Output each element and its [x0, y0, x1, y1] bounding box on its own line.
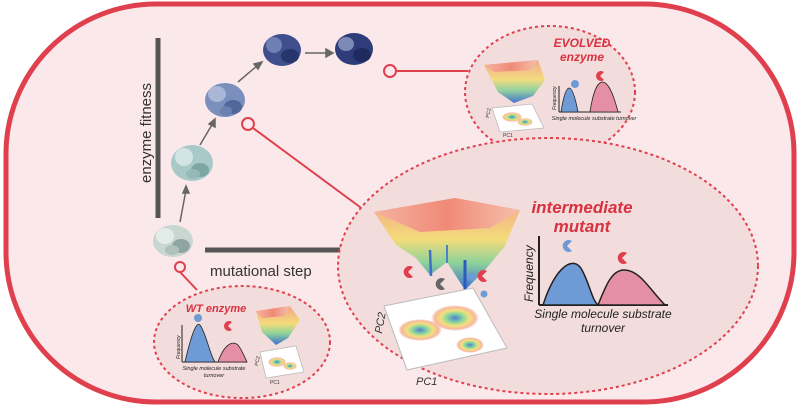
protein-step3 [263, 34, 301, 66]
evolved-title-line2: enzyme [560, 50, 604, 64]
intermediate-blue-peak [541, 262, 601, 306]
wt-blue-substrate-icon [194, 314, 202, 322]
wt-pc1: PC1 [270, 380, 280, 386]
evolved-pink-substrate-icon [596, 71, 604, 82]
protein-step1 [171, 145, 213, 181]
x-axis-label: mutational step [210, 263, 312, 280]
intermediate-title-line2: mutant [554, 217, 612, 236]
wt-pink-peak [217, 342, 248, 363]
wt-x-label-line1: Single molecule substrate [183, 366, 246, 372]
wt-pink-substrate-icon [223, 321, 232, 331]
evolved-pc1: PC1 [503, 133, 513, 139]
blue-substrate-icon-1 [468, 273, 476, 281]
wt-panel: WT enzyme Frequency Single molecule subs… [153, 285, 331, 399]
wt-x-label-line2: turnover [204, 373, 225, 379]
protein-evolved [335, 33, 373, 65]
intermediate-pink-substrate-icon [617, 252, 627, 264]
blue-substrate-icon-2 [480, 290, 488, 298]
intermediate-blue-substrate-icon [562, 240, 572, 252]
progression-arrows [179, 47, 335, 223]
evolved-panel: EVOLVED enzyme PC2 PC1 Frequency Single … [464, 25, 638, 159]
intermediate-x-label-line1: Single molecule substrate [534, 307, 672, 321]
protein-intermediate [205, 83, 245, 117]
intermediate-pc1: PC1 [416, 376, 437, 388]
evolved-blue-substrate-icon [571, 80, 579, 88]
y-axis-label: enzyme fitness [138, 83, 155, 183]
intermediate-title-line1: intermediate [531, 198, 632, 217]
gray-substrate-icon-1 [435, 278, 445, 290]
wt-pc2: PC2 [254, 356, 262, 367]
evolved-x-label: Single molecule substrate turnover [552, 116, 638, 122]
wt-title: WT enzyme [186, 303, 247, 315]
pink-substrate-icon-2 [477, 270, 487, 282]
intermediate-freq-label: Frequency [522, 244, 536, 302]
wt-freq-label: Frequency [176, 335, 182, 359]
evolved-pc2: PC2 [485, 108, 493, 119]
evolved-blue-peak [560, 87, 579, 113]
intermediate-panel: intermediate mutant PC2 PC1 Frequency Si… [337, 137, 759, 395]
wt-blue-peak [184, 323, 216, 363]
pink-substrate-icon-1 [403, 266, 413, 279]
intermediate-x-label-line2: turnover [581, 321, 626, 335]
intermediate-pink-peak [596, 269, 667, 306]
intermediate-pc2: PC2 [373, 311, 389, 334]
evolved-title-line1: EVOLVED [554, 36, 611, 50]
evolved-freq-label: Frequency [552, 86, 558, 110]
connectors [174, 64, 468, 291]
evolved-pink-peak [589, 81, 619, 113]
protein-wt [153, 225, 193, 257]
